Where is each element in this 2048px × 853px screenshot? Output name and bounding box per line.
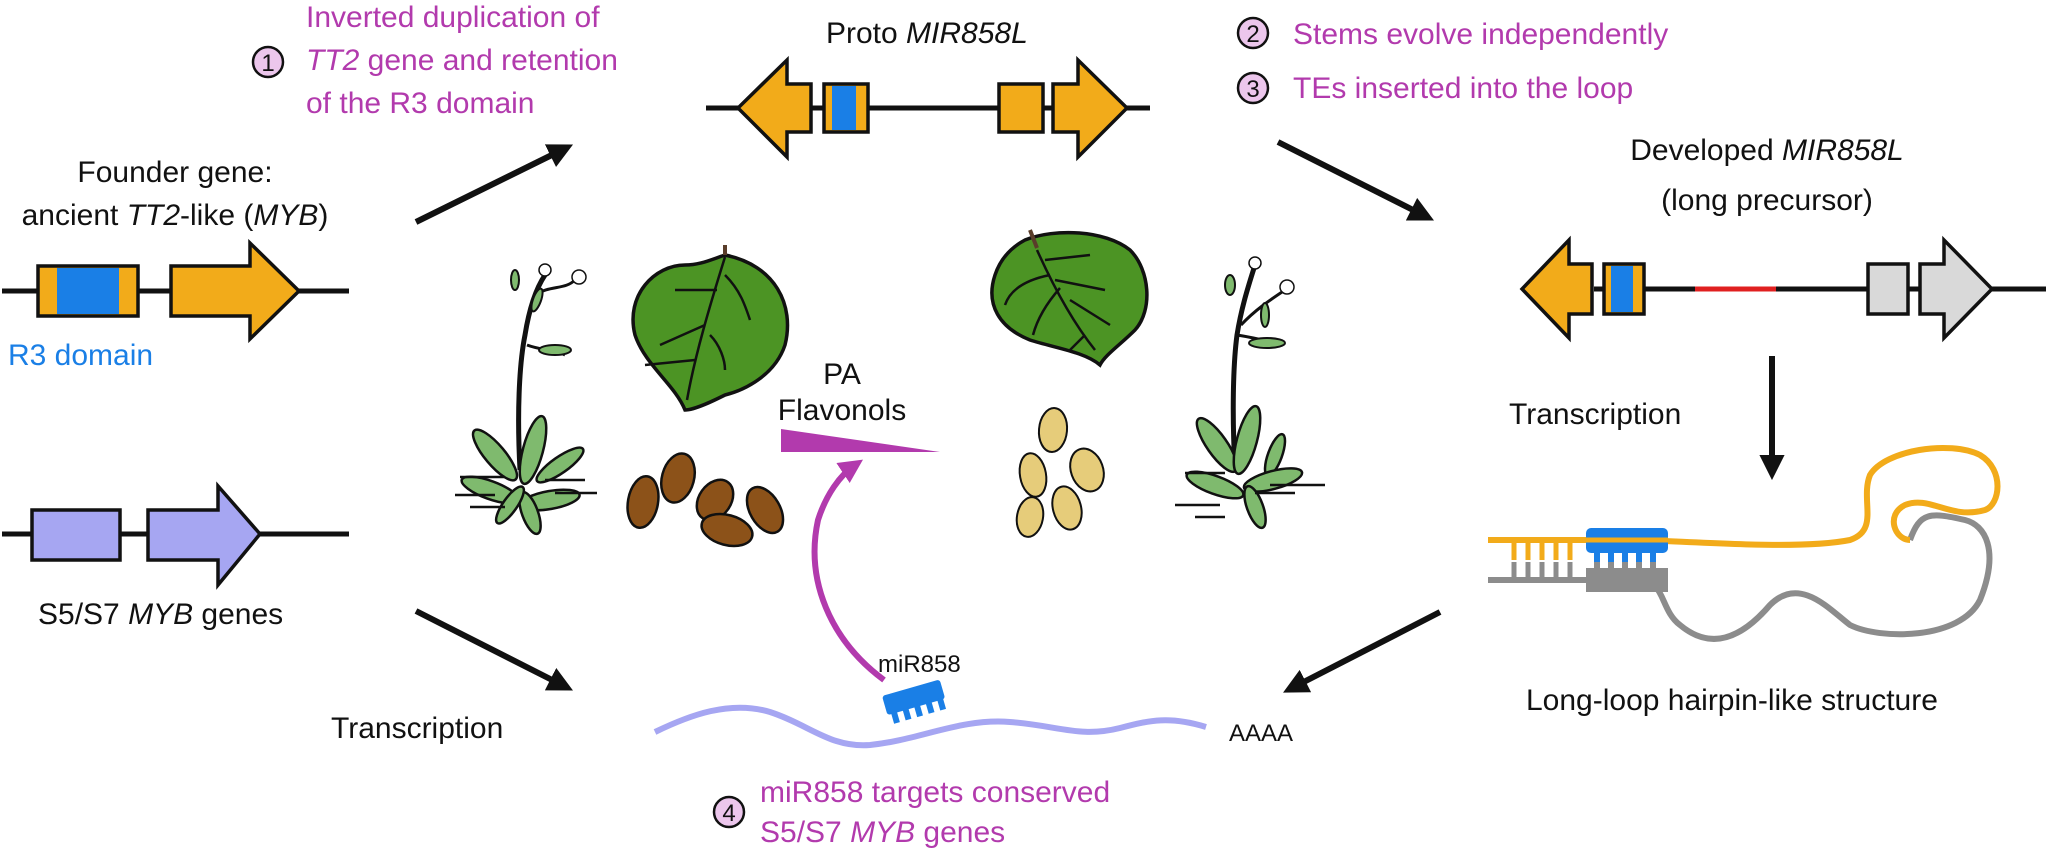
developed-right-box [1866,262,1910,316]
step-1-line-1: Inverted duplication of [306,1,600,34]
founder-exon-2-arrow [169,238,302,344]
step-2-number: 2 [1246,21,1259,48]
s5s7-transcription-label: Transcription [331,712,503,745]
step-2-text: Stems evolve independently [1293,18,1668,51]
developed-right-arrow-exon [1918,235,1995,343]
step-1-annotation: 1 Inverted duplication of TT2 gene and r… [251,1,618,120]
target-mrna: AAAA miR858 [653,651,1293,749]
developed-title: Developed MIR858L [1630,134,1904,167]
step-1-badge [251,45,285,79]
proto-right-box [997,82,1045,134]
step-4-annotation: 4 miR858 targets conserved S5/S7 MYB gen… [712,776,1110,849]
step-4-line-1: miR858 targets conserved [760,776,1110,809]
metabolite-gradient: PA Flavonols [778,358,940,452]
founder-title-line-2: ancient TT2-like (MYB) [22,199,329,232]
step-3-annotation: 3 TEs inserted into the loop [1236,71,1633,105]
duplex-pair-bottom [1636,562,1642,570]
flavonols-label: Flavonols [778,394,906,427]
proto-right-arrow-exon [1051,55,1130,162]
mir858-label: miR858 [878,651,961,678]
step-3-number: 3 [1246,76,1259,103]
developed-r3-domain [1611,266,1633,312]
step-1-line-3: of the R3 domain [306,87,534,120]
step-4-badge [712,795,746,829]
arrow-s5s7-to-mrna [414,608,573,691]
founder-gene: Founder gene: ancient TT2-like (MYB) R3 … [2,156,349,372]
developed-left-arrow-exon [1519,235,1594,343]
arrow-hairpin-to-mrna [1283,609,1442,693]
duplex-pair-top [1608,550,1614,562]
duplex-pair-bottom [1650,562,1656,570]
duplex-pair-top [1594,550,1600,562]
arabidopsis-plant-icon [455,263,597,536]
arrow-founder-to-proto [414,144,574,225]
hairpin-yellow-strand [1488,444,2001,548]
proto-r3-domain [832,86,856,130]
duplex-pair-bottom [1594,562,1600,570]
proto-mir858l: Proto MIR858L [706,17,1150,162]
hairpin-stem-base-pairs [1511,540,1573,582]
step-4-number: 4 [722,800,735,827]
arrow-proto-to-developed [1276,139,1435,221]
decreasing-gradient-wedge [781,429,940,452]
developed-transcription-label: Transcription [1509,398,1681,431]
developed-mir858l: Developed MIR858L (long precursor) Trans… [1509,134,2046,431]
hairpin-gray-strand [1488,512,1993,642]
r3-domain-label: R3 domain [8,339,153,372]
step-4-line-2: S5/S7 MYB genes [760,816,1005,849]
mirna-star-gray [1586,568,1668,592]
polya-tail-label: AAAA [1229,720,1293,747]
developed-subtitle: (long precursor) [1661,184,1873,217]
duplex-pair-bottom [1622,562,1628,570]
step-1-line-2: TT2 gene and retention [306,44,618,77]
step-3-text: TEs inserted into the loop [1293,72,1633,105]
step-3-badge [1236,71,1270,105]
hairpin-label: Long-loop hairpin-like structure [1526,684,1938,717]
mirna-duplex-base-pairs [1594,550,1656,570]
s5s7-myb-genes: S5/S7 MYB genes Transcription [2,481,503,745]
green-leaf-icon-right [990,229,1149,368]
founder-r3-domain [57,268,119,314]
wild-type-plant-illustration [455,245,790,548]
mrna-strand [653,704,1207,749]
mutant-plant-illustration [990,229,1325,538]
s5s7-label: S5/S7 MYB genes [38,598,283,631]
step-1-number: 1 [261,50,274,77]
mirna-bound-icon [882,680,947,724]
duplex-pair-bottom [1608,562,1614,570]
founder-title-line-1: Founder gene: [77,156,272,189]
s5s7-exon-2-arrow [146,481,263,590]
duplex-pair-top [1636,550,1642,562]
proto-title: Proto MIR858L [826,17,1028,50]
hairpin-structure: Long-loop hairpin-like structure [1488,444,2001,717]
brown-seeds-icon [626,452,785,548]
mir858-repression-arrow [811,459,886,683]
duplex-pair-top [1622,550,1628,562]
step-2-badge [1236,16,1270,50]
duplex-pair-top [1650,550,1656,562]
s5s7-exon-1 [30,508,122,562]
yellow-seeds-icon [1015,407,1105,538]
proto-left-arrow-exon [735,55,813,162]
step-2-annotation: 2 Stems evolve independently [1236,16,1668,51]
pa-label: PA [823,358,861,391]
green-leaf-icon [631,245,790,412]
arabidopsis-plant-icon-right [1175,256,1325,530]
